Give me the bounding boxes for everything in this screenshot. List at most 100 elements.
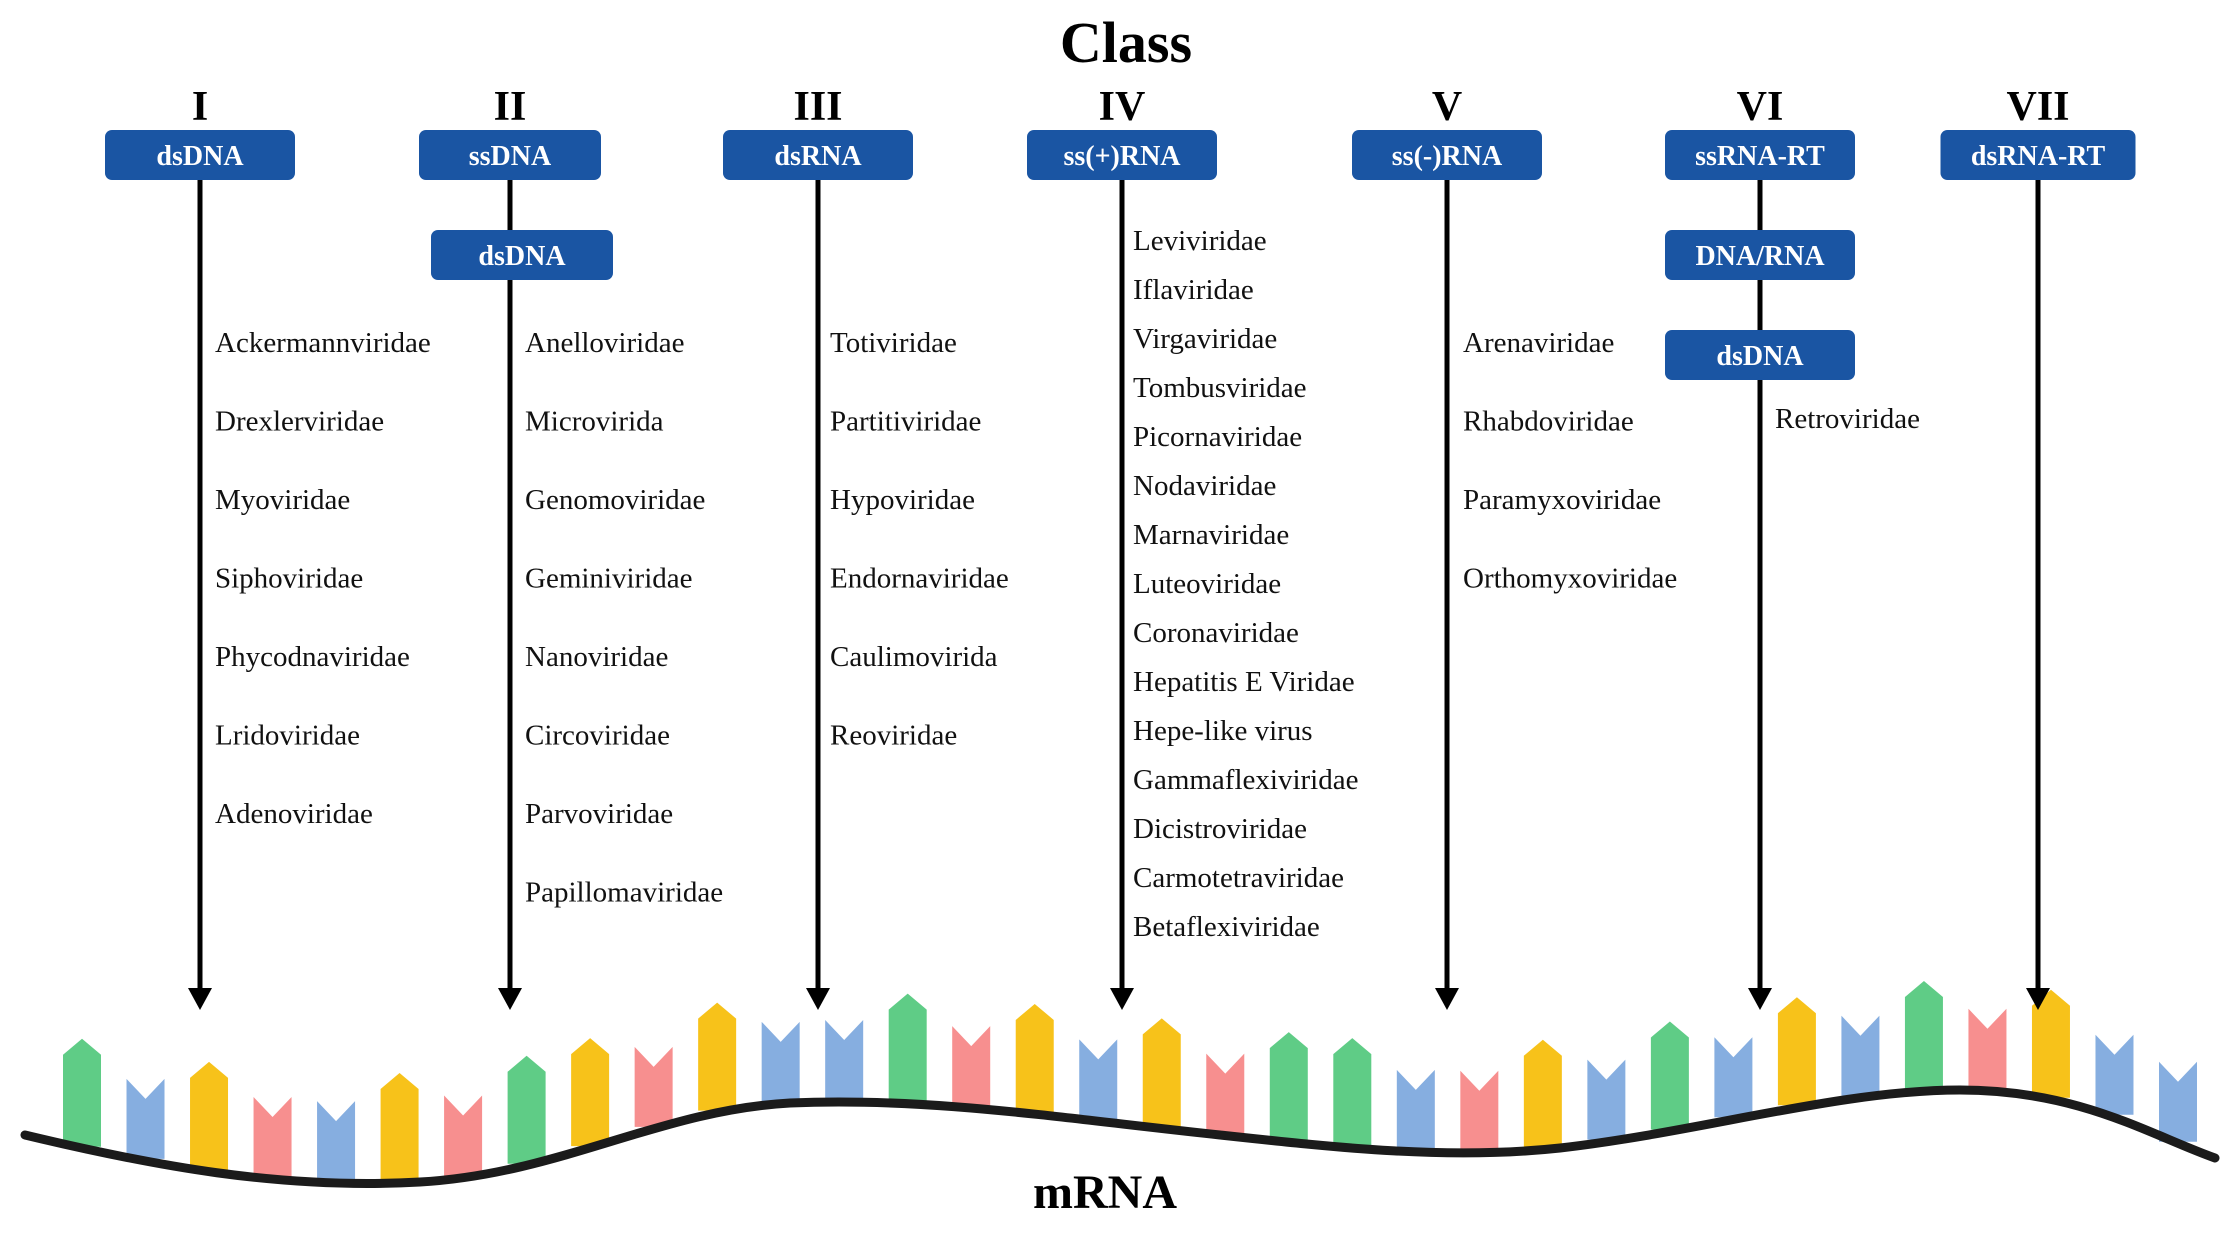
genome-box-label: DNA/RNA — [1695, 241, 1825, 272]
virus-family: Nanoviridae — [525, 641, 668, 673]
nucleotide-blue — [1079, 1039, 1118, 1120]
nucleotide-blue — [1396, 1069, 1435, 1150]
virus-family: Orthomyxoviridae — [1463, 563, 1677, 595]
virus-family: Gammaflexiviridae — [1133, 764, 1358, 796]
virus-family: Circoviridae — [525, 720, 670, 752]
virus-family: Coronaviridae — [1133, 617, 1299, 649]
genome-box-label: dsDNA — [156, 141, 244, 172]
virus-family: Caulimovirida — [830, 641, 998, 673]
class-numeral-7: VII — [2006, 84, 2069, 130]
virus-family: Adenoviridae — [215, 798, 373, 830]
virus-family: Papillomaviridae — [525, 877, 723, 909]
virus-family: Luteoviridae — [1133, 568, 1281, 600]
text-layer: I AckermannviridaeDrexlerviridaeMyovirida… — [192, 84, 2070, 943]
arrowhead-5 — [1435, 988, 1459, 1010]
genome-box-6-2 — [1665, 230, 1855, 280]
virus-family: Phycodnaviridae — [215, 641, 410, 673]
virus-family: Arenaviridae — [1463, 327, 1614, 359]
diagram-title: Class — [1060, 10, 1192, 75]
nucleotide-green — [63, 1038, 101, 1147]
nucleotide-yellow — [1777, 997, 1816, 1106]
virus-family: Hepe-like virus — [1133, 715, 1313, 747]
nucleotide-yellow — [698, 1002, 737, 1111]
nucleotide-blue — [1714, 1037, 1753, 1118]
genome-box-label: dsRNA-RT — [1971, 141, 2106, 172]
nucleotide-green — [888, 993, 927, 1102]
nucleotide-yellow — [1523, 1039, 1562, 1148]
virus-family: Anelloviridae — [525, 327, 684, 359]
nucleotide-yellow — [571, 1038, 610, 1147]
virus-family: Paramyxoviridae — [1463, 484, 1661, 516]
nucleotide-red — [1206, 1053, 1245, 1134]
arrowhead-2 — [498, 988, 522, 1010]
virus-family: Ackermannviridae — [215, 327, 431, 359]
class-numeral-5: V — [1432, 84, 1462, 130]
nucleotide-blue — [126, 1078, 165, 1159]
nucleotide-red — [1968, 1008, 2007, 1089]
nucleotide-blue — [1587, 1059, 1626, 1140]
arrowhead-3 — [806, 988, 830, 1010]
nucleotide-red — [1460, 1070, 1499, 1151]
virus-family: Microvirida — [525, 406, 664, 438]
nucleotide-blue — [2159, 1061, 2197, 1142]
genome-box-label: ssDNA — [469, 141, 552, 172]
nucleotide-green — [507, 1055, 546, 1164]
genome-box-label: dsDNA — [478, 241, 566, 272]
genome-box-label: ss(-)RNA — [1392, 141, 1503, 172]
virus-family: Betaflexiviridae — [1133, 911, 1320, 943]
virus-family: Totiviridae — [830, 327, 957, 359]
virus-family: Iflaviridae — [1133, 274, 1254, 306]
class-numeral-2: II — [494, 84, 527, 130]
genome-box-label: dsDNA — [1716, 341, 1804, 372]
nucleotide-yellow — [1142, 1018, 1181, 1127]
virus-family: Reoviridae — [830, 720, 957, 752]
virus-family: Leviviridae — [1133, 225, 1267, 257]
nucleotide-green — [1333, 1038, 1372, 1147]
nucleotide-yellow — [1015, 1003, 1054, 1112]
virus-family: Virgaviridae — [1133, 323, 1277, 355]
virus-family: Carmotetraviridae — [1133, 862, 1344, 894]
nucleotide-red — [634, 1046, 673, 1127]
arrowhead-4 — [1110, 988, 1134, 1010]
genome-box-3-1 — [723, 130, 913, 180]
class-numeral-1: I — [192, 84, 208, 130]
virus-family: Geminiviridae — [525, 563, 693, 595]
virus-family: Dicistroviridae — [1133, 813, 1307, 845]
class-numeral-4: IV — [1099, 84, 1146, 130]
nucleotide-blue — [825, 1019, 864, 1100]
genome-box-5-1 — [1352, 130, 1542, 180]
nucleotide-blue — [2095, 1034, 2134, 1115]
genome-box-7-1 — [1940, 130, 2136, 180]
virus-family: Rhabdoviridae — [1463, 406, 1634, 438]
genome-box-6-3 — [1665, 330, 1855, 380]
arrowhead-6 — [1748, 988, 1772, 1010]
genome-box-1-1 — [105, 130, 295, 180]
genome-box-label: dsRNA — [774, 141, 862, 172]
virus-family: Nodaviridae — [1133, 470, 1276, 502]
nucleotide-yellow — [380, 1072, 419, 1181]
genome-box-label: ss(+)RNA — [1063, 141, 1181, 172]
genome-box-6-1 — [1665, 130, 1855, 180]
virus-family: Parvoviridae — [525, 798, 673, 830]
nucleotide-red — [444, 1095, 483, 1176]
nucleotide-yellow — [2031, 989, 2070, 1098]
nucleotide-green — [1650, 1021, 1689, 1130]
virus-family: Drexlerviridae — [215, 406, 384, 438]
nucleotide-red — [952, 1026, 991, 1107]
arrowhead-7 — [2026, 988, 2050, 1010]
virus-family: Partitiviridae — [830, 406, 981, 438]
mrna-strand — [20, 1085, 2220, 1188]
mrna-label: mRNA — [1033, 1166, 1177, 1219]
nucleotide-yellow — [190, 1061, 229, 1170]
nucleotide-green — [1904, 981, 1943, 1090]
genome-box-2-1 — [419, 130, 601, 180]
arrow-layer — [188, 155, 2050, 1010]
class-numeral-6: VI — [1737, 84, 1784, 130]
nucleotide-green — [1269, 1032, 1308, 1141]
virus-family: Myoviridae — [215, 484, 350, 516]
nucleotide-layer — [63, 981, 2197, 1182]
virus-family: Siphoviridae — [215, 563, 363, 595]
virus-family: Picornaviridae — [1133, 421, 1302, 453]
